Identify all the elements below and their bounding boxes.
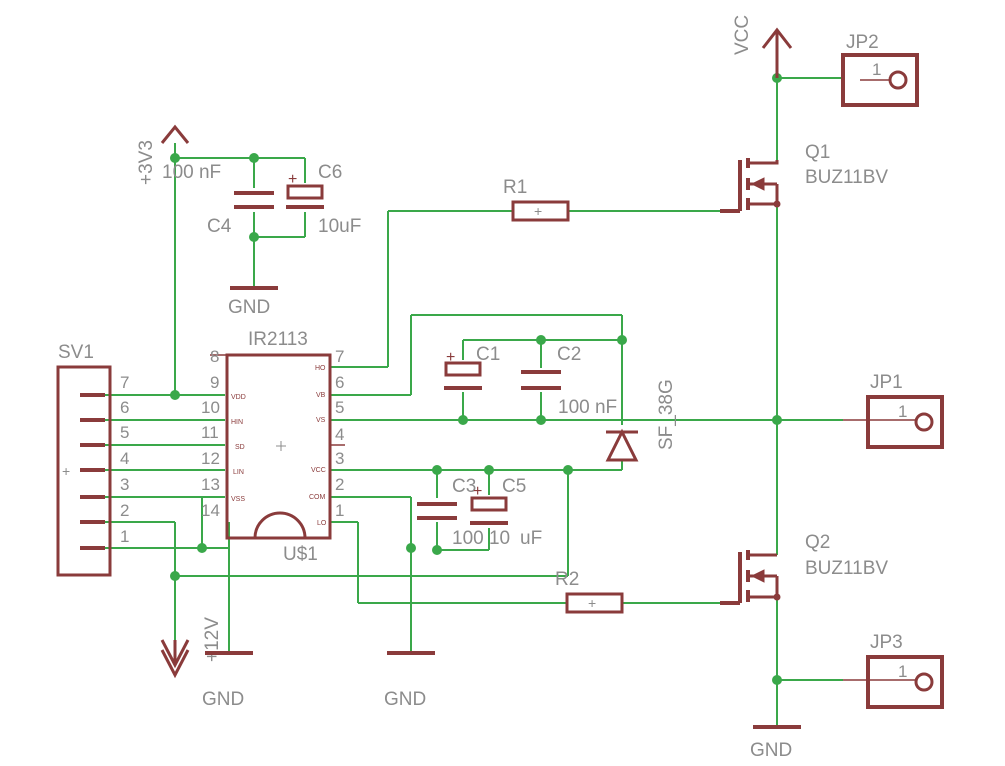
c4-value: 100 nF: [162, 162, 221, 183]
jp3-jumper: 1 JP3: [843, 632, 944, 709]
svg-text:+: +: [534, 203, 542, 219]
r1-resistor: + R1: [503, 177, 570, 222]
ic-pin-10: 10: [201, 398, 220, 417]
c4-label: C4: [207, 216, 232, 237]
q1-mosfet: Q1 BUZ11BV: [720, 142, 888, 213]
3v3-supply-symbol: +3V3: [136, 124, 190, 185]
q2-label: Q2: [805, 532, 830, 553]
sv1-pin-6: 6: [120, 398, 129, 417]
r2-label: R2: [555, 569, 579, 590]
ic-sig-vs: VS: [316, 417, 326, 424]
svg-text:+: +: [473, 483, 482, 500]
ic-sig-vss: VSS: [231, 496, 245, 503]
ic-sig-lin: LIN: [233, 469, 244, 476]
gnd-symbol-sv1: GND: [202, 651, 253, 710]
ic-pin-3: 3: [335, 449, 344, 468]
svg-text:+: +: [588, 595, 596, 611]
sv1-pin-7: 7: [120, 373, 129, 392]
c1-capacitor: + C1: [444, 344, 500, 390]
jp2-label: JP2: [846, 32, 879, 53]
q1-part: BUZ11BV: [805, 167, 888, 188]
jp2-pin: 1: [872, 60, 881, 79]
vcc-supply-symbol: VCC: [732, 15, 793, 78]
sv1-pin-1: 1: [120, 527, 129, 546]
ic-sig-com: COM: [309, 494, 326, 501]
q2-mosfet: Q2 BUZ11BV: [720, 532, 888, 605]
r2-resistor: + R2: [555, 569, 624, 614]
svg-text:+: +: [446, 349, 455, 366]
gnd-symbol-q2: GND: [750, 725, 801, 761]
c6-value: 10uF: [318, 216, 361, 237]
ic-pin-4: 4: [335, 425, 344, 444]
sv1-label: SV1: [58, 342, 94, 363]
gnd-symbol-c4: GND: [228, 286, 278, 318]
sf38g-diode: SF_38G: [605, 379, 677, 462]
sv1-pin-5: 5: [120, 423, 129, 442]
c6-capacitor: + C6 10uF: [286, 162, 361, 237]
sv1-pin-3: 3: [120, 475, 129, 494]
c5-value: uF: [520, 528, 542, 549]
ic-pin-1: 1: [335, 501, 344, 520]
svg-text:+: +: [288, 171, 297, 188]
gnd-label-sv1: GND: [202, 689, 244, 710]
q2-part: BUZ11BV: [805, 558, 888, 579]
3v3-label: +3V3: [136, 140, 157, 185]
ic-sig-lo: LO: [317, 520, 327, 527]
wires: [105, 48, 843, 726]
ic-pin-11: 11: [201, 423, 219, 442]
c6-label: C6: [318, 162, 342, 183]
ic-name: IR2113: [248, 329, 308, 350]
junctions: [170, 73, 782, 685]
c5-capacitor: + C5 uF: [470, 476, 542, 549]
ic-sig-vb: VB: [316, 392, 326, 399]
c2-capacitor: C2 100 nF: [521, 344, 617, 418]
12v-supply-symbol: +12V: [160, 617, 223, 679]
jp3-label: JP3: [870, 632, 903, 653]
gnd-symbol-com: GND: [384, 651, 435, 710]
c3-capacitor: C3 100 10: [417, 476, 510, 549]
sv1-pin-4: 4: [120, 449, 129, 468]
c2-value: 100 nF: [558, 397, 617, 418]
ic-pin-14: 14: [201, 501, 220, 520]
ic-ref: U$1: [283, 544, 318, 565]
jp2-jumper: 1 JP2: [841, 32, 919, 107]
ic-sig-ho: HO: [315, 365, 326, 372]
gnd-label-com: GND: [384, 689, 426, 710]
ic-pin-2: 2: [335, 475, 344, 494]
gnd-label-q2: GND: [750, 740, 792, 761]
c1-label: C1: [476, 344, 500, 365]
gnd-label-c4: GND: [228, 297, 270, 318]
sv1-pin-2: 2: [120, 501, 129, 520]
vcc-label: VCC: [732, 15, 753, 55]
ic-sig-sd: SD: [235, 444, 245, 451]
ic-sig-vcc: VCC: [311, 467, 326, 474]
svg-text:+: +: [62, 463, 70, 479]
12v-label: +12V: [202, 617, 223, 662]
c3-value: 100 10: [452, 528, 510, 549]
q1-label: Q1: [805, 142, 830, 163]
ic-pin-9: 9: [210, 373, 219, 392]
ic-pin-6: 6: [335, 373, 344, 392]
c3-label: C3: [452, 476, 476, 497]
jp1-pin: 1: [898, 402, 907, 421]
ic-pin-8: 8: [210, 347, 219, 366]
diode-label: SF_38G: [656, 379, 677, 450]
c4-capacitor: 100 nF C4: [162, 162, 274, 237]
jp1-label: JP1: [870, 372, 903, 393]
r1-label: R1: [503, 177, 527, 198]
ic-pin-13: 13: [201, 475, 220, 494]
ir2113-ic: IR2113 U$1 8 9 10 11 12 13 14 7 6 5 4 3 …: [201, 329, 345, 565]
ic-sig-hin: HIN: [231, 419, 243, 426]
sv1-connector: + SV1 7 6 5 4 3 2 1: [56, 342, 129, 577]
c5-label: C5: [502, 476, 526, 497]
jp1-jumper: 1 JP1: [843, 372, 944, 449]
ic-sig-vdd: VDD: [231, 394, 246, 401]
ic-pin-7: 7: [335, 347, 344, 366]
ic-pin-12: 12: [201, 449, 220, 468]
c2-label: C2: [557, 344, 581, 365]
ic-pin-5: 5: [335, 398, 344, 417]
jp3-pin: 1: [898, 662, 907, 681]
